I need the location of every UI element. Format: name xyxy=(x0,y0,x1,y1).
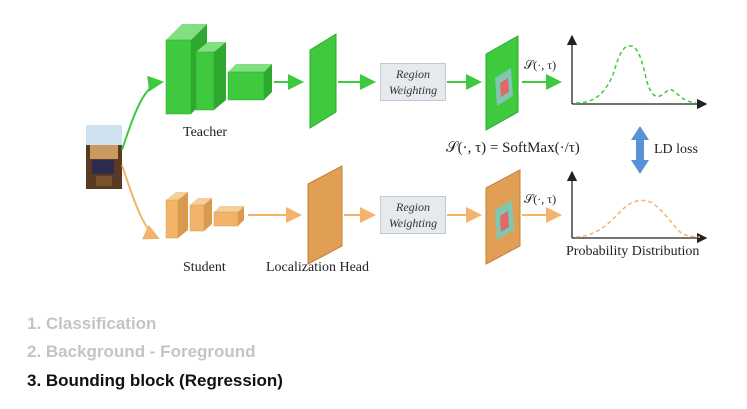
probability-distribution-label: Probability Distribution xyxy=(566,244,700,259)
region-weighting-box-top: Region Weighting xyxy=(380,63,446,101)
softmax-formula: 𝒮(·, τ) = SoftMax(·/τ) xyxy=(446,140,580,156)
softmax-label-bottom: 𝒮(·, τ) xyxy=(524,192,557,206)
distillation-diagram xyxy=(86,24,708,265)
teacher-label: Teacher xyxy=(183,125,228,140)
student-localization-head xyxy=(307,165,343,265)
region-weighting-box-bottom: Region Weighting xyxy=(380,196,446,234)
region-weighting-bottom-line1: Region xyxy=(396,200,430,214)
teacher-weighted-map xyxy=(485,35,519,131)
student-weighted-map xyxy=(485,169,521,265)
ld-loss-label: LD loss xyxy=(654,142,698,157)
student-branch-arrow xyxy=(121,164,160,240)
teacher-branch-arrow xyxy=(121,75,164,151)
region-weighting-top-line2: Weighting xyxy=(388,83,438,97)
student-backbone xyxy=(165,192,244,239)
region-weighting-bottom-line2: Weighting xyxy=(388,216,438,230)
teacher-distribution-plot xyxy=(566,34,708,110)
list-item-classification: 1. Classification xyxy=(27,314,157,333)
list-item-bounding-block: 3. Bounding block (Regression) xyxy=(27,371,283,390)
softmax-label-top: 𝒮(·, τ) xyxy=(524,58,557,72)
localization-head-label: Localization Head xyxy=(266,260,370,275)
list-item-background-foreground: 2. Background - Foreground xyxy=(27,342,256,361)
input-image xyxy=(86,125,122,189)
region-weighting-top-line1: Region xyxy=(396,67,430,81)
student-distribution-plot xyxy=(566,170,708,244)
ld-loss-arrow xyxy=(631,126,649,174)
student-label: Student xyxy=(183,260,226,275)
teacher-backbone xyxy=(165,24,272,115)
teacher-localization-head xyxy=(309,33,337,129)
